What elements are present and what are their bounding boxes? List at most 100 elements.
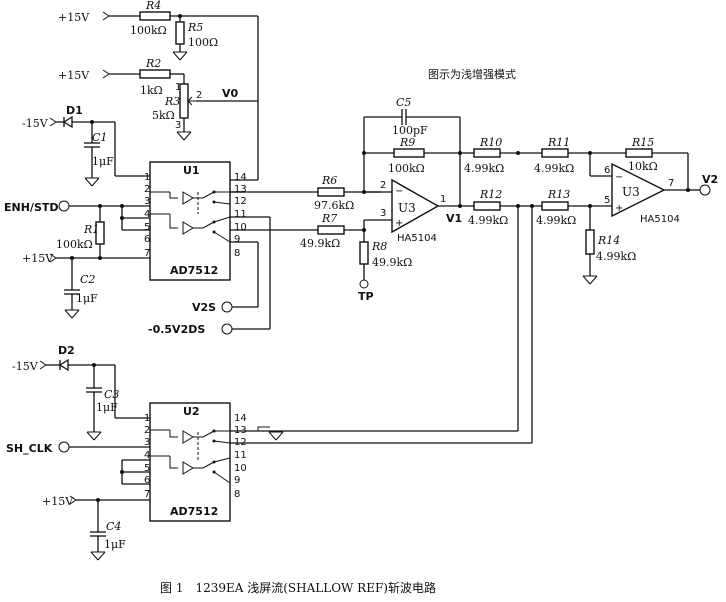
v2s-label: V2S — [192, 301, 216, 314]
r6-ref: R6 — [321, 174, 337, 187]
u1-pin-r8: 8 — [234, 248, 240, 259]
resistor-r8 — [359, 241, 369, 265]
opamp-a2 — [611, 162, 666, 218]
c5-ref: C5 — [396, 96, 411, 109]
resistor-r4 — [139, 11, 171, 21]
r2-value: 1kΩ — [140, 84, 163, 97]
enh-std-terminal[interactable] — [58, 200, 70, 212]
r4-value: 100kΩ — [130, 24, 167, 37]
resistor-r12 — [473, 201, 501, 211]
u1-pin-l5: 5 — [144, 222, 150, 233]
r7-ref: R7 — [321, 212, 337, 225]
u1-pin-r11: 11 — [234, 209, 247, 220]
neg05v2ds-label: -0.5V2DS — [148, 323, 205, 336]
u2-pin-r14: 14 — [234, 413, 247, 424]
a2-pin-out: 7 — [668, 178, 674, 189]
v2s-terminal[interactable] — [221, 301, 233, 313]
u2-pin-l1: 1 — [144, 413, 150, 424]
a2-pin-noninv: 5 — [604, 195, 610, 206]
u1-pin-l7: 7 — [144, 248, 150, 259]
c1-ref: C1 — [92, 131, 107, 144]
figure-caption: 图 1 1239EA 浅屏流(SHALLOW REF)斩波电路 — [160, 580, 436, 595]
r5-value: 100Ω — [188, 36, 218, 49]
r3-pin1: 1 — [175, 82, 181, 93]
r4-ref: R4 — [145, 0, 161, 12]
v1-label: V1 — [446, 212, 462, 225]
resistor-r15 — [625, 148, 653, 158]
u1-pin-l2: 2 — [144, 184, 150, 195]
r10-ref: R10 — [479, 136, 502, 149]
r8-ref: R8 — [371, 240, 387, 253]
u2-pin-r9: 9 — [234, 475, 240, 486]
sh-clk-label: SH_CLK — [6, 442, 53, 455]
c2-value: 1μF — [76, 292, 98, 305]
opamp-stage-2: R10 4.99kΩ R11 4.99kΩ R15 10kΩ R12 4.99k… — [460, 136, 718, 285]
r13-value: 4.99kΩ — [536, 214, 576, 227]
r15-value: 10kΩ — [628, 160, 658, 173]
r11-value: 4.99kΩ — [534, 162, 574, 175]
r14-value: 4.99kΩ — [596, 250, 636, 263]
tp-terminal[interactable] — [359, 279, 369, 289]
u2-pin-l7: 7 — [144, 489, 150, 500]
r9-value: 100kΩ — [388, 162, 425, 175]
a2-part: HA5104 — [640, 214, 680, 225]
u1-part: AD7512 — [170, 264, 218, 277]
pos15-label-u1: +15V — [22, 252, 54, 265]
c1-value: 1μF — [92, 155, 114, 168]
d2-ref: D2 — [58, 344, 75, 357]
neg15-label-d1: -15V — [22, 117, 49, 130]
u1-pin-l3: 3 — [144, 196, 150, 207]
a1-pin-noninv: 3 — [380, 208, 386, 219]
u1-ref: U1 — [183, 164, 200, 177]
a1-pin-out: 1 — [440, 194, 446, 205]
r11-ref: R11 — [547, 136, 570, 149]
resistor-r7 — [317, 225, 345, 235]
opamp-a1 — [391, 178, 440, 234]
r5-ref: R5 — [187, 21, 203, 34]
r3-pin2: 2 — [196, 90, 202, 101]
u1-pin-r13: 13 — [234, 184, 247, 195]
enh-std-label: ENH/STD — [4, 201, 59, 214]
r10-value: 4.99kΩ — [464, 162, 504, 175]
a2-ref: U3 — [622, 185, 640, 199]
u2-pin-r10: 10 — [234, 463, 247, 474]
opamp-stage-1: U3 − + HA5104 2 3 1 TP R8 49.9kΩ C5 100p… — [358, 96, 462, 303]
r3-ref: R3 — [164, 95, 180, 108]
u2-pin-l4: 4 — [144, 450, 150, 461]
a1-ref: U3 — [398, 201, 416, 215]
d2-c3-network: -15V D2 C3 1μF — [12, 344, 150, 441]
resistor-r14 — [585, 229, 595, 255]
neg05v2ds-terminal[interactable] — [221, 323, 233, 335]
chip-u2: U2 AD7512 1 2 3 4 5 6 7 14 13 12 11 10 9… — [144, 402, 247, 522]
u1-pin-r10: 10 — [234, 222, 247, 233]
resistor-r13 — [541, 201, 569, 211]
u2-pin-l3: 3 — [144, 437, 150, 448]
v2-terminal[interactable] — [699, 184, 711, 196]
pos15-label-r2: +15V — [58, 69, 90, 82]
u2-wiring: SH_CLK +15V C4 1μF — [6, 206, 533, 561]
r7-value: 49.9kΩ — [300, 237, 340, 250]
tp-label: TP — [358, 290, 374, 303]
u2-pin-r8: 8 — [234, 489, 240, 500]
resistor-r9 — [393, 148, 425, 158]
d1-ref: D1 — [66, 104, 83, 117]
v2-label: V2 — [702, 173, 718, 186]
r2-ref: R2 — [145, 57, 161, 70]
r3-pin3: 3 — [175, 120, 181, 131]
u1-pin-l4: 4 — [144, 209, 150, 220]
resistor-r2 — [139, 69, 171, 79]
u1-pin-r9: 9 — [234, 234, 240, 245]
r4-r5-network: +15V R4 100kΩ R5 100Ω — [58, 0, 258, 61]
c2-ref: C2 — [80, 273, 95, 286]
c3-value: 1μF — [96, 401, 118, 414]
u2-pin-l5: 5 — [144, 463, 150, 474]
u2-ref: U2 — [183, 405, 200, 418]
a1-part: HA5104 — [397, 233, 437, 244]
u1-pin-l1: 1 — [144, 172, 150, 183]
sh-clk-terminal[interactable] — [58, 441, 70, 453]
r15-ref: R15 — [631, 136, 654, 149]
resistor-r11 — [541, 148, 569, 158]
r1-ref: R1 — [83, 223, 99, 236]
u2-pin-l2: 2 — [144, 425, 150, 436]
r8-value: 49.9kΩ — [372, 256, 412, 269]
